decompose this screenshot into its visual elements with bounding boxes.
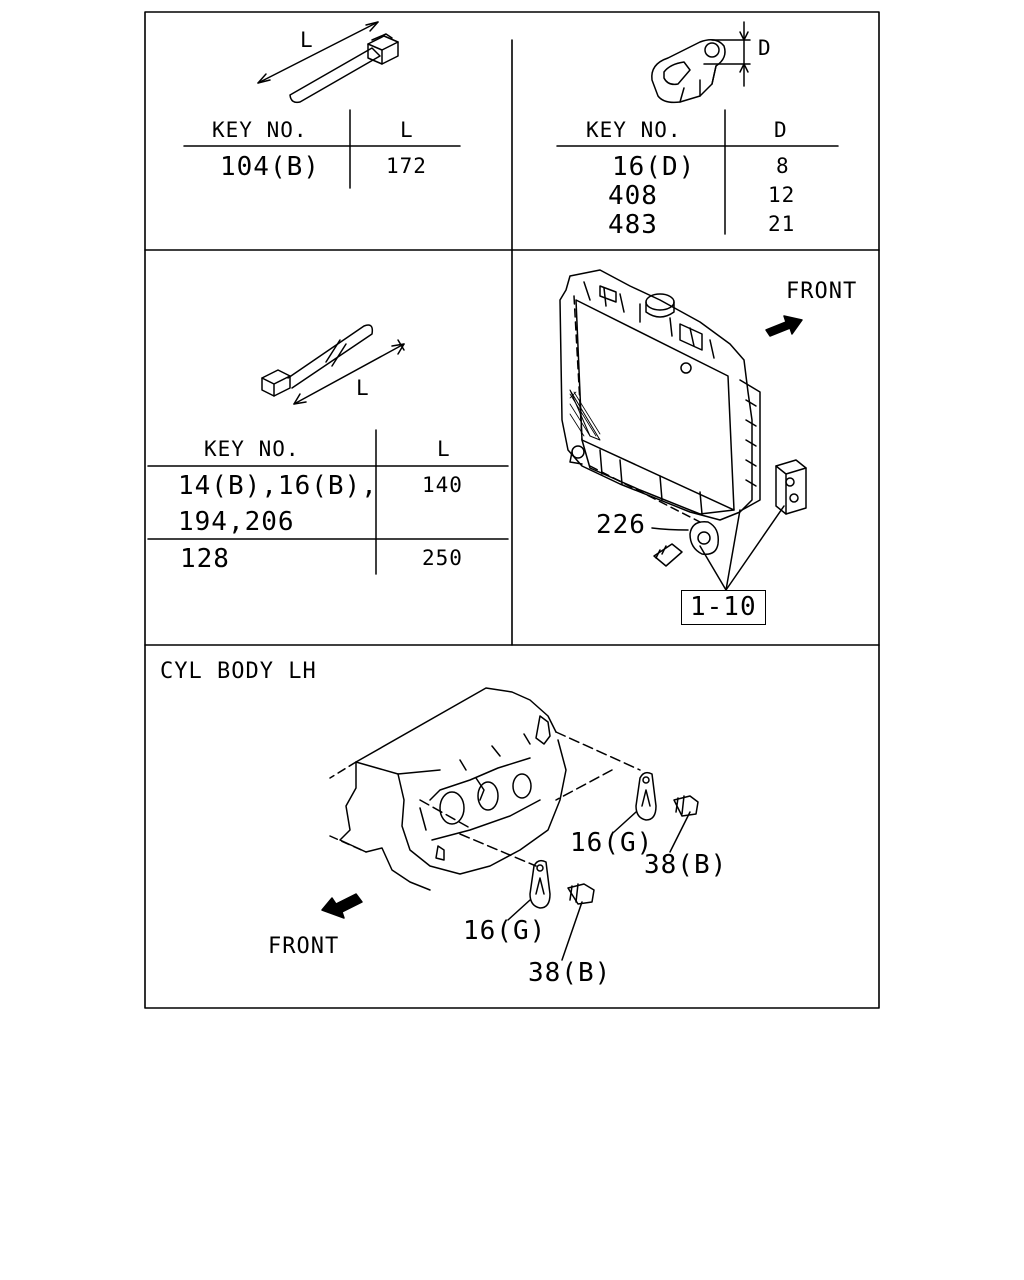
table-cell-key: 128 bbox=[180, 544, 230, 574]
panel-frame bbox=[144, 11, 880, 1009]
table-cell-key: 194,206 bbox=[178, 507, 295, 537]
table-cell-key: 104(B) bbox=[220, 152, 320, 182]
cable-tie-drawing-mid bbox=[261, 324, 405, 405]
dim-label-d: D bbox=[758, 36, 772, 60]
table-lines-top-left bbox=[183, 109, 461, 189]
table-cell-key: 408 bbox=[608, 181, 658, 211]
table-header-value: D bbox=[774, 118, 788, 142]
table-cell-value: 8 bbox=[776, 154, 790, 178]
dim-label-l-mid: L bbox=[356, 376, 370, 400]
panel-title-cyl-body: CYL BODY LH bbox=[160, 659, 317, 684]
table-cell-value: 250 bbox=[422, 546, 463, 570]
front-label-radiator: FRONT bbox=[786, 279, 858, 304]
table-header-value: L bbox=[437, 437, 451, 461]
table-cell-value: 12 bbox=[768, 183, 796, 207]
table-header-key: KEY NO. bbox=[586, 118, 682, 142]
table-cell-key: 483 bbox=[608, 210, 658, 240]
front-arrow-icon-radiator bbox=[765, 315, 803, 337]
radiator-drawing bbox=[559, 269, 807, 523]
table-cell-key: 16(D) bbox=[612, 152, 696, 182]
callout-bolt-lower: 38(B) bbox=[528, 958, 612, 988]
callout-bolt-upper: 38(B) bbox=[644, 850, 728, 880]
cylinder-body-drawing bbox=[329, 687, 641, 891]
clip-and-bolt-upper bbox=[613, 771, 699, 853]
clip-and-bolt-lower bbox=[507, 859, 595, 961]
callout-226: 226 bbox=[596, 510, 646, 540]
front-label-engine: FRONT bbox=[268, 934, 340, 959]
table-header-value: L bbox=[400, 118, 414, 142]
table-cell-key: 14(B),16(B), bbox=[178, 471, 378, 501]
p-clip-drawing-top bbox=[651, 21, 751, 104]
table-cell-value: 21 bbox=[768, 212, 796, 236]
table-cell-value: 140 bbox=[422, 473, 463, 497]
table-lines-top-right bbox=[556, 109, 839, 235]
radiator-clip-and-bolt bbox=[651, 505, 785, 591]
table-cell-value: 172 bbox=[386, 154, 427, 178]
ref-box-1-10: 1-10 bbox=[681, 590, 766, 625]
callout-clip-lower: 16(G) bbox=[463, 916, 547, 946]
dim-label-l-top: L bbox=[300, 28, 314, 52]
cable-tie-drawing-top bbox=[257, 21, 399, 104]
table-lines-mid-left bbox=[147, 429, 509, 575]
table-header-key: KEY NO. bbox=[212, 118, 308, 142]
table-header-key: KEY NO. bbox=[204, 437, 300, 461]
callout-clip-upper: 16(G) bbox=[570, 828, 654, 858]
front-arrow-icon-engine bbox=[321, 893, 363, 919]
